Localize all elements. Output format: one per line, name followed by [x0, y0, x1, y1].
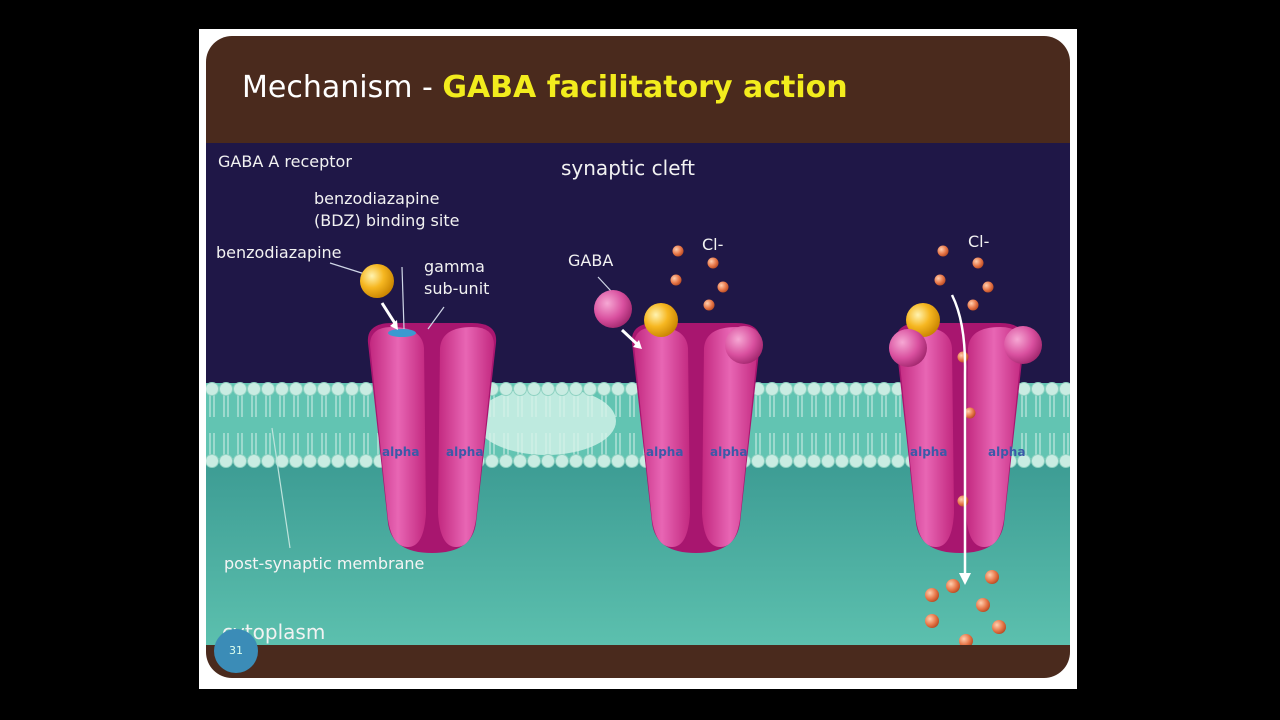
label-bdz-site: benzodiazapine (BDZ) binding site	[314, 189, 460, 230]
receptors	[367, 323, 1025, 553]
alpha-label-1a: alpha	[382, 445, 420, 459]
label-receptor: GABA A receptor	[218, 152, 352, 171]
alpha-label-2b: alpha	[710, 445, 748, 459]
label-gamma: gamma sub-unit	[424, 257, 490, 298]
chloride-ion	[703, 299, 715, 311]
gaba-molecule	[594, 290, 632, 328]
chloride-ion	[707, 257, 719, 269]
slide-number: 31	[214, 629, 258, 673]
label-membrane: post-synaptic membrane	[224, 554, 425, 573]
chloride-ion	[925, 614, 939, 628]
chloride-ion	[967, 299, 979, 311]
chloride-ion	[985, 570, 999, 584]
title-prefix: Mechanism -	[242, 70, 443, 105]
benzodiazapine-molecule	[360, 264, 394, 298]
gaba-bound	[725, 326, 763, 364]
chloride-ion	[992, 620, 1006, 634]
chloride-ion	[982, 281, 994, 293]
label-benzodiazapine: benzodiazapine	[216, 243, 342, 262]
slide: Mechanism - GABA facilitatory action	[199, 29, 1077, 689]
alpha-label-3a: alpha	[910, 445, 948, 459]
chloride-ion	[972, 257, 984, 269]
slide-title: Mechanism - GABA facilitatory action	[242, 70, 848, 105]
alpha-label-2a: alpha	[646, 445, 684, 459]
chloride-ion	[964, 407, 976, 419]
gaba-a-receptor-1	[367, 323, 497, 553]
alpha-label-3b: alpha	[988, 445, 1026, 459]
gaba-a-receptor-3	[895, 323, 1025, 553]
diagram-svg	[206, 143, 1070, 648]
chloride-ion	[672, 245, 684, 257]
gaba-bound-2	[889, 329, 927, 367]
bdz-binding-site	[388, 329, 416, 337]
chloride-ion	[946, 579, 960, 593]
chloride-ion	[957, 351, 969, 363]
chloride-ion	[937, 245, 949, 257]
alpha-label-1b: alpha	[446, 445, 484, 459]
benzodiazapine-molecule-3	[906, 303, 940, 337]
chloride-ion	[717, 281, 729, 293]
title-highlight: GABA facilitatory action	[442, 70, 848, 105]
chloride-ion	[925, 588, 939, 602]
label-cl-1: Cl-	[702, 235, 724, 254]
chloride-ion	[976, 598, 990, 612]
benzodiazapine-molecule-2	[644, 303, 678, 337]
label-gaba: GABA	[568, 251, 614, 270]
gaba-receptor-diagram: GABA A receptor synaptic cleft benzodiaz…	[206, 143, 1070, 648]
chloride-ion	[957, 495, 969, 507]
chloride-ion	[934, 274, 946, 286]
chloride-ion	[959, 634, 973, 648]
label-synaptic-cleft: synaptic cleft	[561, 156, 696, 180]
chloride-ion	[670, 274, 682, 286]
label-cl-2: Cl-	[968, 232, 990, 251]
gaba-a-receptor-2	[631, 323, 761, 553]
gaba-bound-3	[1004, 326, 1042, 364]
slide-frame: Mechanism - GABA facilitatory action	[206, 36, 1070, 678]
